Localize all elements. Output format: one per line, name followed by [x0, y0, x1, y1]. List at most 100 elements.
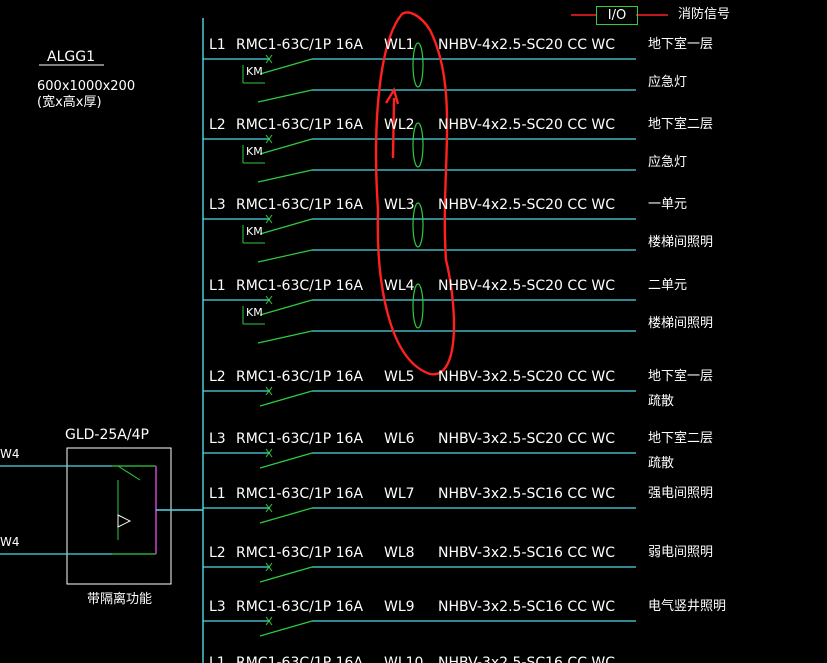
circuit-load-label: 楼梯间照明	[648, 235, 714, 250]
circuit-load-label: 地下室一层	[648, 37, 714, 52]
contactor-label: KM	[246, 65, 263, 78]
circuit-load-label: 强电间照明	[648, 486, 714, 501]
fire-signal-label: 消防信号	[678, 7, 731, 22]
red-markup-loop	[374, 11, 456, 376]
circuit-cable: NHBV-4x2.5-SC20 CC WC	[438, 197, 616, 213]
io-box: I/O	[596, 6, 638, 25]
circuit-breaker-rating: RMC1-63C/1P 16A	[236, 369, 364, 385]
contactor-switch	[257, 169, 313, 183]
circuit-load-label: 二单元	[648, 278, 688, 293]
contactor-label: KM	[246, 225, 263, 238]
feed-label-1: W4	[0, 447, 20, 461]
breaker-x-mark	[265, 214, 273, 224]
circuit-cable: NHBV-3x2.5-SC16 CC WC	[438, 486, 616, 502]
circuit-load-label: 一单元	[648, 197, 688, 212]
circuit-id: WL5	[384, 369, 415, 385]
circuit-breaker-switch	[259, 218, 313, 235]
cable-group-ellipse	[412, 202, 424, 248]
cable-group-ellipse	[412, 122, 424, 168]
circuit-phase: L1	[209, 278, 226, 294]
circuit-phase: L3	[209, 197, 226, 213]
breaker-x-mark	[265, 54, 273, 64]
circuit-id: WL4	[384, 278, 415, 294]
breaker-x-mark	[265, 134, 273, 144]
circuit-cable: NHBV-4x2.5-SC20 CC WC	[438, 278, 616, 294]
circuit-breaker-switch	[259, 390, 313, 407]
circuit-id: WL1	[384, 37, 415, 53]
main-breaker-name: GLD-25A/4P	[65, 427, 149, 443]
circuit-load-label: 电气竖井照明	[648, 599, 727, 614]
breaker-x-mark	[265, 616, 273, 626]
circuit-phase: L1	[209, 37, 226, 53]
circuit-breaker-rating: RMC1-63C/1P 16A	[236, 278, 364, 294]
circuit-cable: NHBV-3x2.5-SC20 CC WC	[438, 431, 616, 447]
circuit-breaker-rating: RMC1-63C/1P 16A	[236, 655, 364, 663]
circuit-breaker-switch	[259, 507, 313, 524]
circuit-cable: NHBV-4x2.5-SC20 CC WC	[438, 37, 616, 53]
contactor-label: KM	[246, 306, 263, 319]
contactor-switch	[257, 330, 313, 344]
circuit-breaker-switch	[259, 299, 313, 316]
circuit-breaker-switch	[259, 566, 313, 583]
circuit-cable: NHBV-4x2.5-SC20 CC WC	[438, 117, 616, 133]
circuit-phase: L1	[209, 486, 226, 502]
circuit-cable: NHBV-3x2.5-SC16 CC WC	[438, 545, 616, 561]
circuit-load-label: 地下室一层	[648, 369, 714, 384]
circuit-breaker-switch	[259, 620, 313, 637]
circuit-breaker-rating: RMC1-63C/1P 16A	[236, 197, 364, 213]
breaker-x-mark	[265, 562, 273, 572]
circuit-phase: L1	[209, 655, 226, 663]
circuit-load-label: 楼梯间照明	[648, 316, 714, 331]
circuit-load-label: 地下室二层	[648, 117, 714, 132]
circuit-phase: L2	[209, 369, 226, 385]
breaker-trip-symbol	[117, 514, 132, 528]
circuit-breaker-rating: RMC1-63C/1P 16A	[236, 486, 364, 502]
breaker-x-mark	[265, 295, 273, 305]
circuit-id: WL6	[384, 431, 415, 447]
circuit-phase: L3	[209, 431, 226, 447]
circuit-breaker-rating: RMC1-63C/1P 16A	[236, 117, 364, 133]
main-breaker-box	[66, 447, 172, 585]
cable-group-ellipse	[412, 283, 424, 329]
circuit-load-label: 应急灯	[648, 155, 688, 170]
panel-name: ALGG1	[47, 49, 95, 65]
circuit-breaker-switch	[259, 58, 313, 75]
circuit-id: WL7	[384, 486, 415, 502]
circuit-id: WL3	[384, 197, 415, 213]
circuit-cable: NHBV-3x2.5-SC16 CC WC	[438, 655, 616, 663]
circuit-breaker-switch	[259, 452, 313, 469]
circuit-breaker-rating: RMC1-63C/1P 16A	[236, 431, 364, 447]
breaker-x-mark	[265, 503, 273, 513]
io-label: I/O	[607, 8, 627, 23]
feed-label-2: W4	[0, 535, 20, 549]
circuit-phase: L2	[209, 117, 226, 133]
circuit-breaker-switch	[259, 138, 313, 155]
circuit-id: WL9	[384, 599, 415, 615]
circuit-id: WL2	[384, 117, 415, 133]
circuit-id: WL8	[384, 545, 415, 561]
circuit-phase: L3	[209, 599, 226, 615]
circuit-load-label: 应急灯	[648, 75, 688, 90]
cable-group-ellipse	[412, 42, 424, 88]
contactor-switch	[257, 249, 313, 263]
panel-size: 600x1000x200	[37, 79, 136, 94]
circuit-cable: NHBV-3x2.5-SC16 CC WC	[438, 599, 616, 615]
circuit-phase: L2	[209, 545, 226, 561]
circuit-load-label: 疏散	[648, 394, 675, 409]
main-breaker-note: 带隔离功能	[87, 592, 153, 607]
breaker-x-mark	[265, 448, 273, 458]
circuit-id: WL10	[384, 655, 424, 663]
panel-size-note: (宽x高x厚)	[37, 95, 102, 110]
circuit-load-label: 弱电间照明	[648, 545, 714, 560]
red-markup-arrow	[384, 87, 400, 159]
circuit-breaker-rating: RMC1-63C/1P 16A	[236, 545, 364, 561]
circuit-breaker-rating: RMC1-63C/1P 16A	[236, 599, 364, 615]
breaker-x-mark	[265, 386, 273, 396]
circuit-cable: NHBV-3x2.5-SC20 CC WC	[438, 369, 616, 385]
circuit-load-label: 地下室二层	[648, 431, 714, 446]
circuit-load-label: 疏散	[648, 456, 675, 471]
contactor-label: KM	[246, 145, 263, 158]
breaker-contact	[117, 465, 141, 481]
